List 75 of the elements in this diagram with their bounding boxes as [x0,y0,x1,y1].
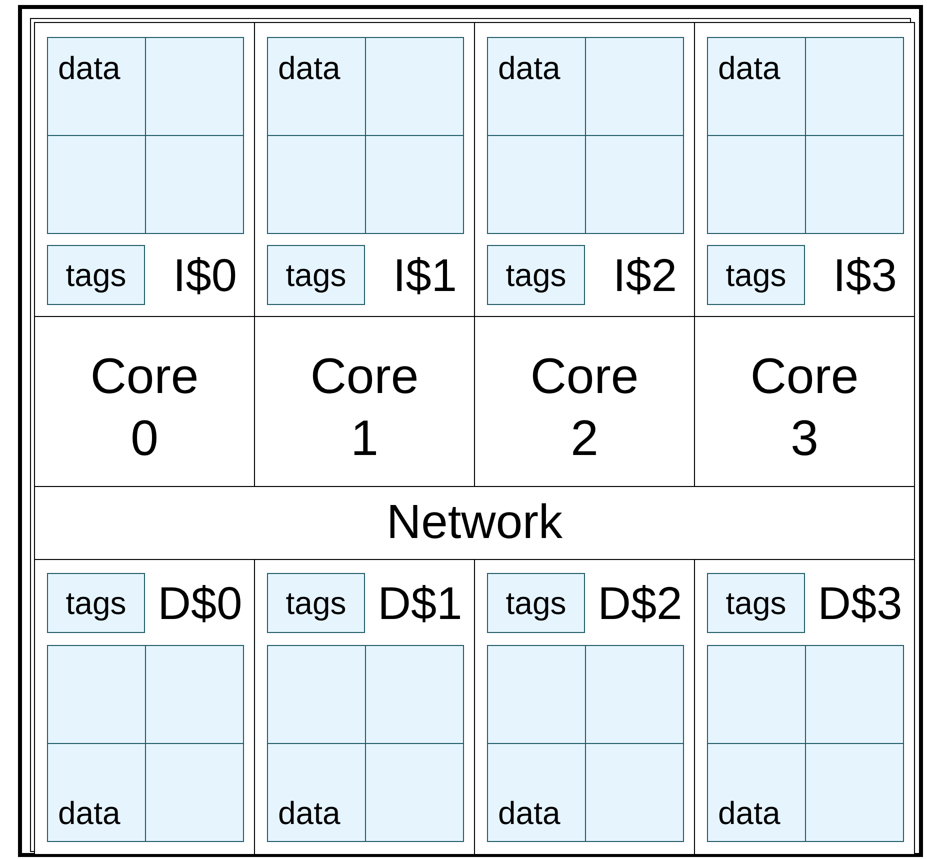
memory-cell [585,743,684,842]
tag-field-box [707,573,805,633]
memory-cell [267,135,366,234]
memory-cell [805,135,904,234]
memory-cell [585,37,684,136]
cell-label: data [278,52,340,84]
memory-cell [487,743,586,842]
memory-cell [145,743,244,842]
memory-cell [707,37,806,136]
memory-cell [487,37,586,136]
cache-name: I$1 [392,248,458,303]
memory-cell [585,135,684,234]
cell-label: data [498,797,560,829]
memory-cell [487,135,586,234]
memory-cell [487,645,586,744]
chip-outline [18,5,923,857]
field-label: tags [724,256,788,295]
core-label: Core 3 [749,347,860,468]
field-label: tags [724,584,788,623]
memory-cell [47,135,146,234]
cell-label: data [278,797,340,829]
cell-label: data [58,52,120,84]
cache-block [34,22,255,317]
memory-cell [365,37,464,136]
memory-cell [805,645,904,744]
memory-cell [267,645,366,744]
cache-name: D$3 [816,576,904,631]
cache-block [34,559,255,855]
cache-block [694,559,915,855]
memory-cell [707,135,806,234]
field-label: tags [64,256,128,295]
memory-cell [145,135,244,234]
tag-field-box [267,245,365,305]
cell-label: data [58,797,120,829]
field-label: tags [284,256,348,295]
tag-field-box [487,573,585,633]
interconnect-band [34,486,915,560]
memory-cell [707,645,806,744]
memory-cell [805,743,904,842]
cell-label: data [718,797,780,829]
cache-name: D$2 [596,576,684,631]
cache-name: I$2 [612,248,678,303]
memory-cell [365,645,464,744]
memory-cell [145,37,244,136]
memory-cell [267,37,366,136]
field-label: tags [64,584,128,623]
field-label: tags [284,584,348,623]
cache-name: D$0 [156,576,244,631]
cache-name: I$0 [172,248,238,303]
memory-cell [365,743,464,842]
cache-name: I$3 [832,248,898,303]
cache-block [694,22,915,317]
field-label: tags [504,584,568,623]
core-label: Core 0 [89,347,200,468]
memory-cell [365,135,464,234]
memory-cell [585,645,684,744]
memory-cell [805,37,904,136]
core-label: Core 1 [309,347,420,468]
cell-label: data [718,52,780,84]
cell-label: data [498,52,560,84]
memory-cell [47,37,146,136]
tag-field-box [47,245,145,305]
cache-name: D$1 [376,576,464,631]
memory-cell [145,645,244,744]
memory-cell [47,645,146,744]
tag-field-box [487,245,585,305]
tag-field-box [267,573,365,633]
tag-field-box [707,245,805,305]
memory-cell [707,743,806,842]
field-label: tags [504,256,568,295]
memory-cell [47,743,146,842]
tag-field-box [47,573,145,633]
core-label: Core 2 [529,347,640,468]
interconnect-label: Network [385,495,564,551]
memory-cell [267,743,366,842]
